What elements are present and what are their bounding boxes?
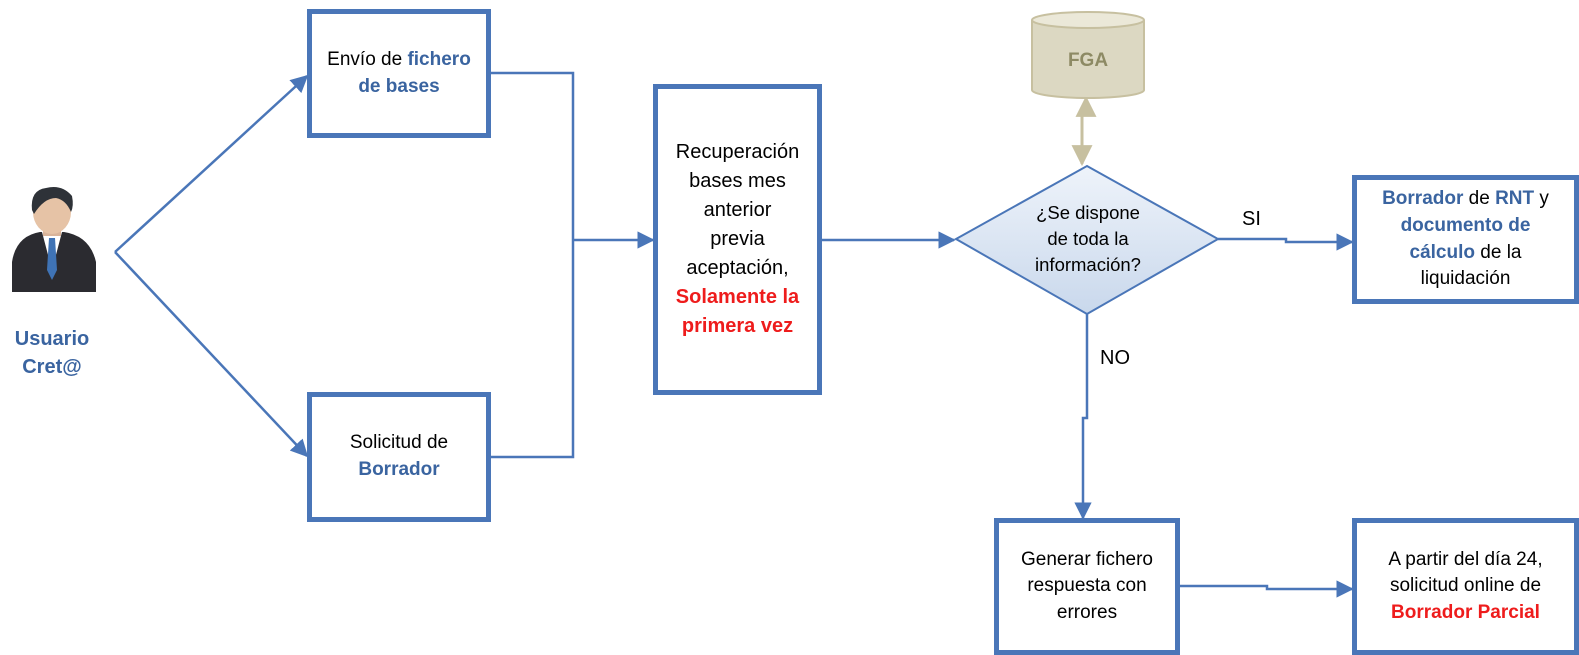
yes-label: SI [1242,208,1261,230]
user-avatar-icon [12,187,96,292]
arrow-db-decision [1071,95,1097,167]
arrow-user-to-solicitud [114,251,309,458]
decision-text: ¿Se dispone de toda la información? [1035,202,1141,275]
user-label: Usuario Cret@ [14,328,90,378]
line-solicitud-out [490,240,575,459]
recuperacion-bases-box: Recuperación bases mes anterior previa a… [653,84,822,395]
arrow-user-to-envio [114,74,309,253]
line-envio-out [490,71,575,240]
arrow-decision-to-generar [1074,314,1092,520]
database-label: FGA [1067,50,1109,71]
decision-diamond [953,164,1221,316]
borrador-rnt-box: Borrador de RNT y documento de cálculo d… [1352,175,1579,304]
arrow-decision-to-borrador [1218,233,1354,251]
envio-fichero-box: Envío de fichero de bases [307,9,491,138]
no-label: NO [1100,347,1130,369]
arrow-generar-to-parcial [1179,580,1354,598]
borrador-parcial-box: A partir del día 24, solicitud online de… [1352,518,1579,655]
database-cylinder [1031,11,1145,99]
generar-fichero-box: Generar fichero respuesta con errores [994,518,1180,655]
solicitud-borrador-box: Solicitud de Borrador [307,392,491,522]
